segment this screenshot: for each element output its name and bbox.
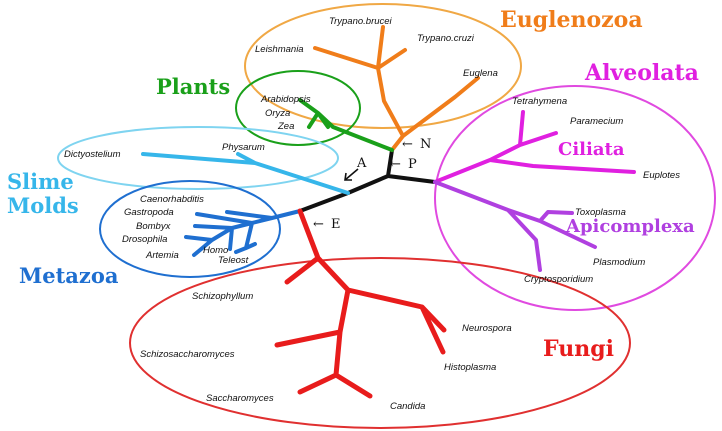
taxon-euglena: Euglena <box>463 68 498 79</box>
taxon-caenorhabditis: Caenorhabditis <box>140 194 204 205</box>
marker-a-label: A <box>356 156 367 171</box>
taxon-euplotes: Euplotes <box>643 170 680 181</box>
metazoa-label: Metazoa <box>19 263 119 288</box>
taxon-oryza: Oryza <box>265 108 290 119</box>
slime-molds-branches <box>141 152 350 195</box>
backbone-branches <box>298 148 437 213</box>
taxon-saccharomyces: Saccharomyces <box>206 393 274 404</box>
slime-molds-label-line1: Slime <box>7 169 74 194</box>
taxon-trypano-cruzi: Trypano.cruzi <box>417 33 475 44</box>
taxon-arabidopsis: Arabidopsis <box>260 94 311 105</box>
taxon-teleost: Teleost <box>218 255 249 266</box>
taxon-cryptosporidium: Cryptosporidium <box>524 274 593 285</box>
taxon-physarum: Physarum <box>222 142 265 153</box>
marker-n-label: N <box>420 137 431 152</box>
metazoa-branches <box>184 209 302 257</box>
marker-e-label: E <box>331 217 341 232</box>
taxon-toxoplasma: Toxoplasma <box>575 207 626 218</box>
alveolata-label: Alveolata <box>584 60 699 86</box>
taxon-schizophyllum: Schizophyllum <box>192 291 253 302</box>
taxon-candida: Candida <box>390 401 425 412</box>
plants-branches <box>298 98 394 152</box>
plants-label: Plants <box>156 74 230 99</box>
euglenozoa-label: Euglenozoa <box>500 7 643 33</box>
fungi-label: Fungi <box>543 336 614 362</box>
marker-n: ← N <box>402 137 431 152</box>
marker-e-arrow: ← <box>313 217 324 232</box>
taxon-homo: Homo <box>203 245 228 256</box>
marker-p: ← P <box>390 157 417 172</box>
taxon-drosophila: Drosophila <box>122 234 167 245</box>
marker-n-arrow: ← <box>402 137 413 152</box>
slime-molds-label-line2: Molds <box>7 193 79 218</box>
ciliata-label: Ciliata <box>558 139 625 160</box>
marker-a-arrowhead <box>344 172 352 181</box>
taxon-dictyostelium: Dictyostelium <box>64 149 121 160</box>
taxon-leishmania: Leishmania <box>255 44 304 55</box>
taxon-bombyx: Bombyx <box>136 221 172 232</box>
taxon-artemia: Artemia <box>145 250 179 261</box>
marker-a-arrow <box>344 168 359 181</box>
marker-a: A <box>344 156 367 181</box>
marker-p-arrow: ← <box>390 157 401 172</box>
euglenozoa-enclosure <box>244 3 522 129</box>
taxon-trypano-brucei: Trypano.brucei <box>329 16 393 27</box>
taxon-paramecium: Paramecium <box>570 116 623 127</box>
ciliata-branches <box>433 110 636 184</box>
taxon-zea: Zea <box>277 121 294 132</box>
taxon-schizosaccharomyces: Schizosaccharomyces <box>140 349 235 360</box>
slime-molds-enclosure <box>57 126 339 190</box>
taxon-histoplasma: Histoplasma <box>444 362 496 373</box>
taxon-tetrahymena: Tetrahymena <box>512 96 567 107</box>
fungi-branches <box>274 208 447 399</box>
plants-enclosure <box>235 70 361 146</box>
euglenozoa-branches <box>313 25 480 152</box>
taxon-plasmodium: Plasmodium <box>593 257 645 268</box>
taxon-gastropoda: Gastropoda <box>124 207 174 218</box>
taxon-neurospora: Neurospora <box>462 323 512 334</box>
marker-e: ← E <box>313 217 341 232</box>
alveolata-enclosure <box>434 85 716 311</box>
marker-p-label: P <box>408 157 417 172</box>
fungi-enclosure <box>129 257 631 429</box>
apicomplexa-branches <box>433 180 597 272</box>
apicomplexa-label: Apicomplexa <box>565 216 695 237</box>
metazoa-enclosure <box>99 180 281 278</box>
